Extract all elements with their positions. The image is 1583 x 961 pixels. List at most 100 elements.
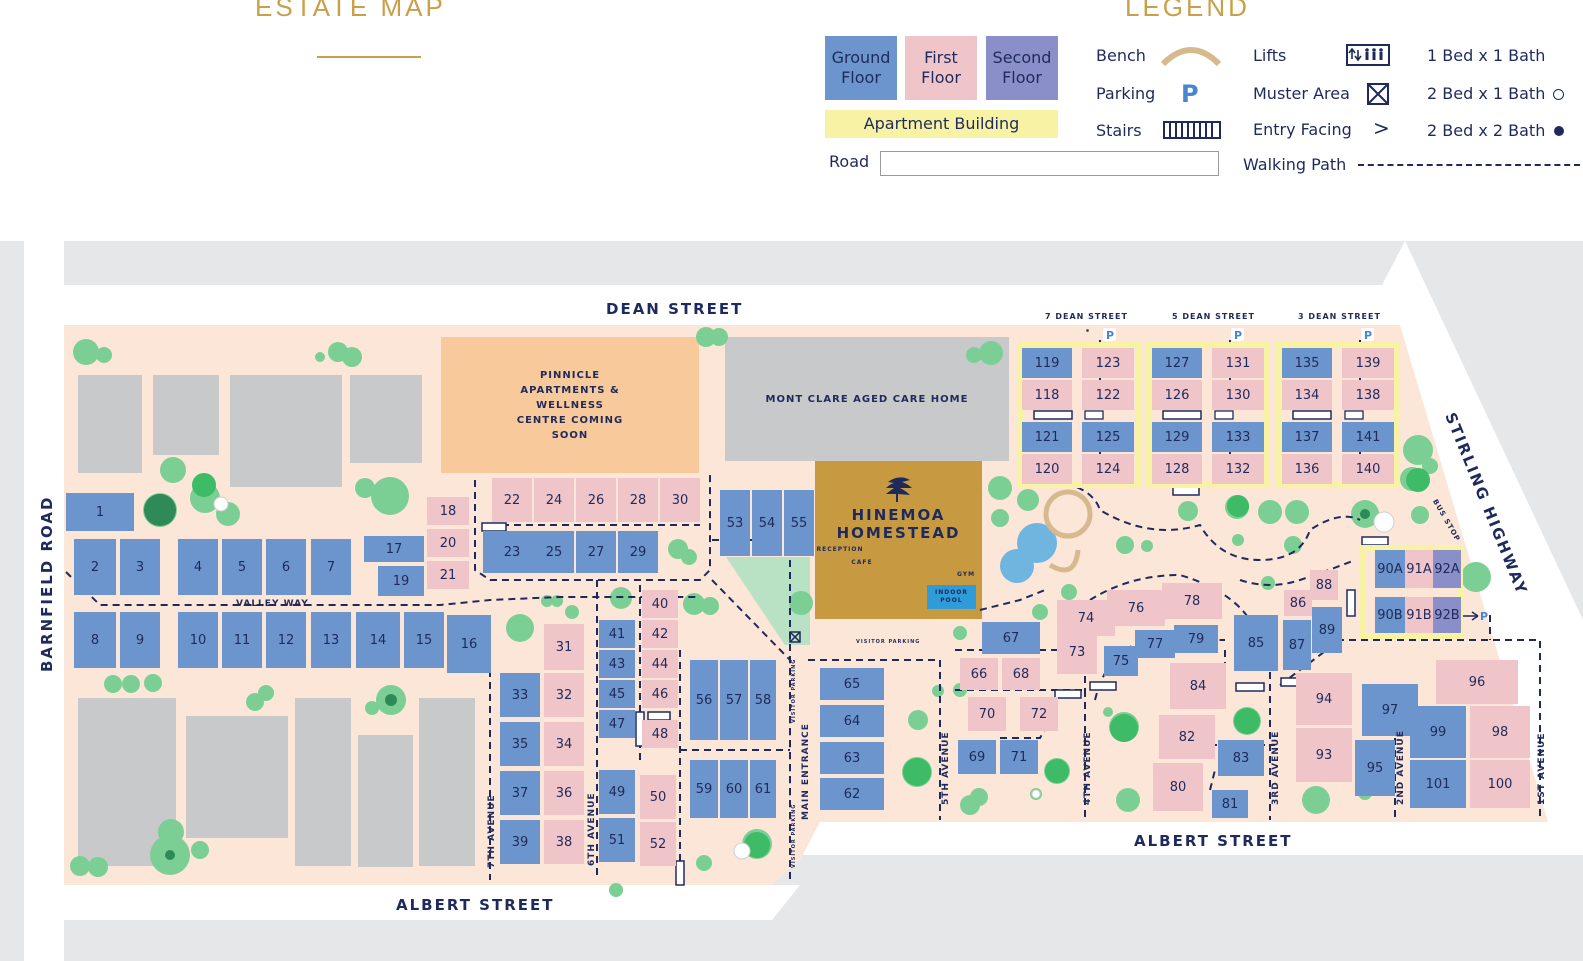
unit-123[interactable]: 123 <box>1082 348 1134 378</box>
unit-12[interactable]: 12 <box>266 612 306 668</box>
unit-10[interactable]: 10 <box>178 612 218 668</box>
unit-16[interactable]: 16 <box>447 615 491 673</box>
unit-74[interactable]: 74 <box>1057 600 1115 636</box>
unit-95[interactable]: 95 <box>1355 740 1395 796</box>
unit-140[interactable]: 140 <box>1342 454 1394 484</box>
unit-51[interactable]: 51 <box>599 818 635 862</box>
unit-19[interactable]: 19 <box>378 566 424 596</box>
unit-93[interactable]: 93 <box>1296 728 1352 782</box>
unit-52[interactable]: 52 <box>640 822 676 866</box>
unit-28[interactable]: 28 <box>618 478 658 522</box>
unit-127[interactable]: 127 <box>1152 348 1202 378</box>
unit-136[interactable]: 136 <box>1282 454 1332 484</box>
unit-21[interactable]: 21 <box>427 561 469 589</box>
unit-17[interactable]: 17 <box>364 536 424 562</box>
unit-32[interactable]: 32 <box>544 673 584 717</box>
unit-120[interactable]: 120 <box>1022 454 1072 484</box>
unit-96[interactable]: 96 <box>1436 660 1518 704</box>
unit-18[interactable]: 18 <box>427 497 469 525</box>
unit-44[interactable]: 44 <box>642 650 678 678</box>
unit-56[interactable]: 56 <box>690 660 718 740</box>
unit-57[interactable]: 57 <box>720 660 748 740</box>
unit-65[interactable]: 65 <box>820 668 884 700</box>
unit-14[interactable]: 14 <box>356 612 400 668</box>
unit-83[interactable]: 83 <box>1218 740 1264 776</box>
unit-91b[interactable]: 91B <box>1405 597 1433 633</box>
unit-134[interactable]: 134 <box>1282 380 1332 410</box>
unit-88[interactable]: 88 <box>1310 570 1338 600</box>
unit-118[interactable]: 118 <box>1022 380 1072 410</box>
unit-82[interactable]: 82 <box>1159 715 1215 759</box>
unit-141[interactable]: 141 <box>1342 422 1394 452</box>
unit-92b[interactable]: 92B <box>1433 597 1461 633</box>
unit-72[interactable]: 72 <box>1020 697 1058 731</box>
unit-26[interactable]: 26 <box>576 478 616 522</box>
unit-126[interactable]: 126 <box>1152 380 1202 410</box>
unit-81[interactable]: 81 <box>1212 790 1248 818</box>
unit-59[interactable]: 59 <box>690 760 718 818</box>
unit-90a[interactable]: 90A <box>1375 550 1405 588</box>
unit-90b[interactable]: 90B <box>1375 597 1405 633</box>
unit-124[interactable]: 124 <box>1082 454 1134 484</box>
unit-7[interactable]: 7 <box>311 539 351 595</box>
unit-38[interactable]: 38 <box>544 820 584 864</box>
unit-71[interactable]: 71 <box>1000 740 1038 774</box>
unit-139[interactable]: 139 <box>1342 348 1394 378</box>
unit-97[interactable]: 97 <box>1362 684 1418 736</box>
unit-50[interactable]: 50 <box>640 775 676 819</box>
unit-133[interactable]: 133 <box>1212 422 1264 452</box>
unit-23[interactable]: 23 <box>483 531 541 573</box>
unit-33[interactable]: 33 <box>500 673 540 717</box>
unit-34[interactable]: 34 <box>544 722 584 766</box>
unit-130[interactable]: 130 <box>1212 380 1264 410</box>
unit-54[interactable]: 54 <box>752 490 782 556</box>
unit-4[interactable]: 4 <box>178 539 218 595</box>
unit-47[interactable]: 47 <box>599 710 635 738</box>
unit-132[interactable]: 132 <box>1212 454 1264 484</box>
unit-119[interactable]: 119 <box>1022 348 1072 378</box>
unit-92a[interactable]: 92A <box>1433 550 1461 588</box>
unit-122[interactable]: 122 <box>1082 380 1134 410</box>
unit-42[interactable]: 42 <box>642 620 678 648</box>
unit-62[interactable]: 62 <box>820 778 884 810</box>
unit-61[interactable]: 61 <box>750 760 776 818</box>
unit-100[interactable]: 100 <box>1470 760 1530 808</box>
unit-41[interactable]: 41 <box>599 620 635 648</box>
unit-121[interactable]: 121 <box>1022 422 1072 452</box>
unit-70[interactable]: 70 <box>968 697 1006 731</box>
unit-37[interactable]: 37 <box>500 771 540 815</box>
unit-43[interactable]: 43 <box>599 650 635 678</box>
unit-84[interactable]: 84 <box>1170 663 1226 709</box>
unit-27[interactable]: 27 <box>576 531 616 573</box>
unit-36[interactable]: 36 <box>544 771 584 815</box>
unit-89[interactable]: 89 <box>1312 607 1342 653</box>
unit-8[interactable]: 8 <box>74 612 116 668</box>
unit-131[interactable]: 131 <box>1212 348 1264 378</box>
unit-11[interactable]: 11 <box>222 612 262 668</box>
unit-3[interactable]: 3 <box>120 539 160 595</box>
unit-25[interactable]: 25 <box>534 531 574 573</box>
unit-78[interactable]: 78 <box>1162 583 1222 619</box>
unit-31[interactable]: 31 <box>544 624 584 670</box>
unit-67[interactable]: 67 <box>982 622 1040 654</box>
unit-40[interactable]: 40 <box>642 590 678 618</box>
unit-99[interactable]: 99 <box>1410 706 1466 758</box>
unit-2[interactable]: 2 <box>74 539 116 595</box>
unit-39[interactable]: 39 <box>500 820 540 864</box>
unit-1[interactable]: 1 <box>66 493 134 531</box>
unit-98[interactable]: 98 <box>1470 706 1530 758</box>
unit-80[interactable]: 80 <box>1153 763 1203 811</box>
unit-86[interactable]: 86 <box>1284 590 1312 616</box>
unit-128[interactable]: 128 <box>1152 454 1202 484</box>
unit-48[interactable]: 48 <box>642 720 678 748</box>
unit-46[interactable]: 46 <box>642 680 678 708</box>
unit-58[interactable]: 58 <box>750 660 776 740</box>
unit-79[interactable]: 79 <box>1174 625 1218 653</box>
unit-29[interactable]: 29 <box>618 531 658 573</box>
unit-30[interactable]: 30 <box>660 478 700 522</box>
unit-77[interactable]: 77 <box>1135 630 1175 658</box>
unit-66[interactable]: 66 <box>960 658 998 690</box>
unit-129[interactable]: 129 <box>1152 422 1202 452</box>
unit-9[interactable]: 9 <box>120 612 160 668</box>
unit-75[interactable]: 75 <box>1104 646 1138 676</box>
